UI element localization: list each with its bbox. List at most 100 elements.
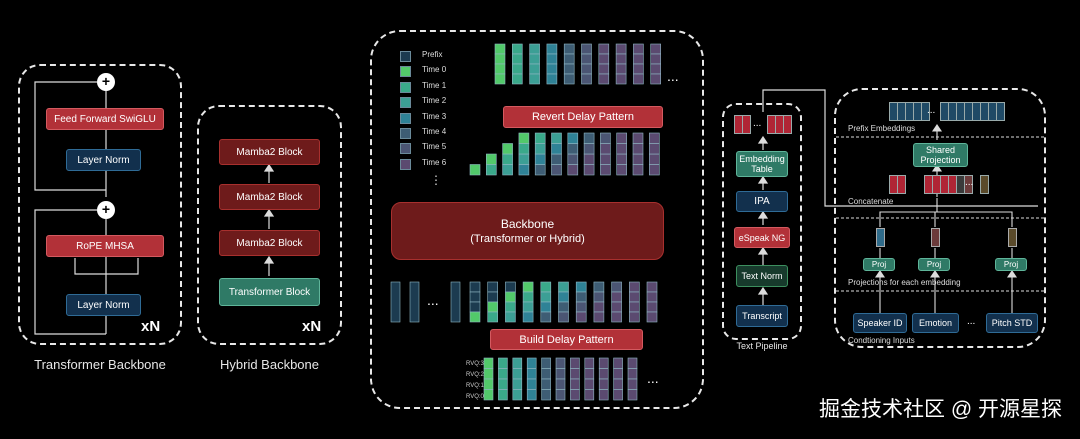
grid-input-ellipsis: ... — [647, 370, 659, 386]
legend-swatch-0 — [400, 51, 411, 62]
token-cell-7 — [511, 73, 523, 85]
watermark: 掘金技术社区 @ 开源星探 — [819, 398, 1062, 421]
residual-add-bottom: + — [97, 201, 115, 219]
layer-norm-bottom: Layer Norm — [66, 294, 141, 316]
legend-swatch-5 — [400, 128, 411, 139]
transformer-backbone-caption: Transformer Backbone — [34, 357, 166, 372]
token-cell-61 — [567, 132, 579, 144]
token-cell-148 — [541, 389, 551, 401]
token-cell-140 — [512, 389, 523, 401]
token-cell-156 — [570, 389, 580, 401]
token-cell-136 — [498, 389, 508, 401]
mamba2-block-2: Mamba2 Block — [219, 184, 320, 210]
token-cell-39 — [650, 73, 662, 85]
backbone-block: Backbone (Transformer or Hybrid) — [391, 202, 664, 260]
token-cell-77 — [632, 132, 644, 144]
token-cell-65 — [583, 132, 595, 144]
token-cell-3 — [494, 73, 506, 85]
grid-top-ellipsis: ... — [667, 68, 679, 84]
token-cell-132 — [483, 389, 494, 401]
inputs-ellipsis: ... — [967, 316, 976, 327]
token-cell-83 — [409, 281, 420, 323]
token-cell-82 — [390, 281, 401, 323]
legend-label-4: Time 3 — [422, 111, 447, 121]
prefix-embedding-token-12 — [996, 102, 1005, 121]
token-cell-11 — [529, 73, 540, 85]
token-cell-172 — [627, 389, 638, 401]
prefix-embedding-ellipsis: ... — [927, 105, 936, 116]
token-cell-69 — [600, 132, 611, 144]
rope-mhsa-block: RoPE MHSA — [46, 235, 164, 257]
token-cell-88 — [469, 311, 481, 323]
legend-label-3: Time 2 — [422, 96, 447, 106]
conditioning-inputs-label: Condtioning Inputs — [848, 336, 915, 345]
token-cell-81 — [648, 132, 660, 144]
token-cell-31 — [615, 73, 627, 85]
legend-swatch-2 — [400, 81, 411, 93]
legend-swatch-6 — [400, 143, 411, 155]
concat-token-1 — [897, 175, 906, 194]
proj-speaker: Proj — [863, 258, 895, 271]
emotion-embedding-token — [931, 228, 940, 247]
token-cell-160 — [584, 389, 595, 401]
legend-label-1: Time 0 — [422, 65, 447, 75]
token-cell-120 — [611, 311, 622, 323]
token-cell-128 — [646, 311, 658, 323]
token-cell-40 — [469, 164, 481, 176]
token-cell-27 — [598, 73, 610, 85]
token-cell-112 — [575, 311, 587, 323]
legend-label-6: Time 5 — [422, 142, 447, 152]
token-cell-49 — [518, 132, 530, 144]
text-token-1 — [742, 115, 751, 134]
token-cell-45 — [502, 143, 513, 155]
rvq-label-0: RVQ:0 — [466, 394, 484, 400]
legend-label-5: Time 4 — [422, 127, 447, 136]
text-norm-block: Text Norm — [736, 265, 788, 287]
legend-swatch-3 — [400, 97, 411, 109]
rvq-label-3: RVQ:3 — [466, 361, 484, 367]
concat-token-7 — [964, 175, 973, 194]
projections-label: Projections for each embedding — [848, 278, 961, 287]
concatenate-label: Concatenate — [848, 197, 894, 206]
proj-emotion: Proj — [918, 258, 950, 271]
legend-label-0: Prefix — [422, 50, 443, 59]
hybrid-backbone-caption: Hybrid Backbone — [220, 357, 319, 372]
legend-swatch-4 — [400, 112, 411, 124]
hybrid-backbone-panel — [197, 105, 342, 345]
token-cell-152 — [555, 389, 566, 401]
token-cell-19 — [563, 73, 575, 85]
main-pipeline-panel — [370, 30, 704, 409]
conditioning-panel — [834, 88, 1046, 348]
text-pipeline-panel — [722, 103, 802, 340]
layer-norm-top: Layer Norm — [66, 149, 141, 171]
token-cell-164 — [598, 389, 609, 401]
build-delay-pattern-block: Build Delay Pattern — [490, 329, 643, 350]
concatenate-ellipsis: ... — [965, 177, 974, 188]
shared-projection-block: Shared Projection — [913, 143, 968, 167]
token-cell-100 — [522, 311, 534, 323]
backbone-subtitle: (Transformer or Hybrid) — [470, 233, 585, 245]
grid-bottom-ellipsis: ... — [427, 292, 439, 308]
ipa-block: IPA — [736, 191, 788, 212]
token-cell-168 — [613, 389, 623, 401]
token-cell-73 — [616, 132, 628, 144]
pitch-embedding-token — [1008, 228, 1017, 247]
residual-add-top: + — [97, 73, 115, 91]
mamba2-block-1: Mamba2 Block — [219, 139, 320, 165]
transformer-repeat-label: xN — [141, 318, 161, 335]
proj-pitch: Proj — [995, 258, 1027, 271]
transformer-backbone-panel — [18, 64, 182, 345]
espeak-ng-block: eSpeak NG — [734, 227, 790, 248]
rvq-label-2: RVQ:2 — [466, 372, 484, 378]
mamba2-block-3: Mamba2 Block — [219, 230, 320, 256]
legend-label-7: Time 6 — [422, 157, 447, 167]
token-cell-116 — [593, 311, 605, 323]
legend-swatch-7 — [400, 158, 411, 170]
legend-label-2: Time 1 — [422, 80, 447, 90]
transformer-block: Transformer Block — [219, 278, 320, 306]
embedding-table-block: Embedding Table — [736, 151, 788, 177]
